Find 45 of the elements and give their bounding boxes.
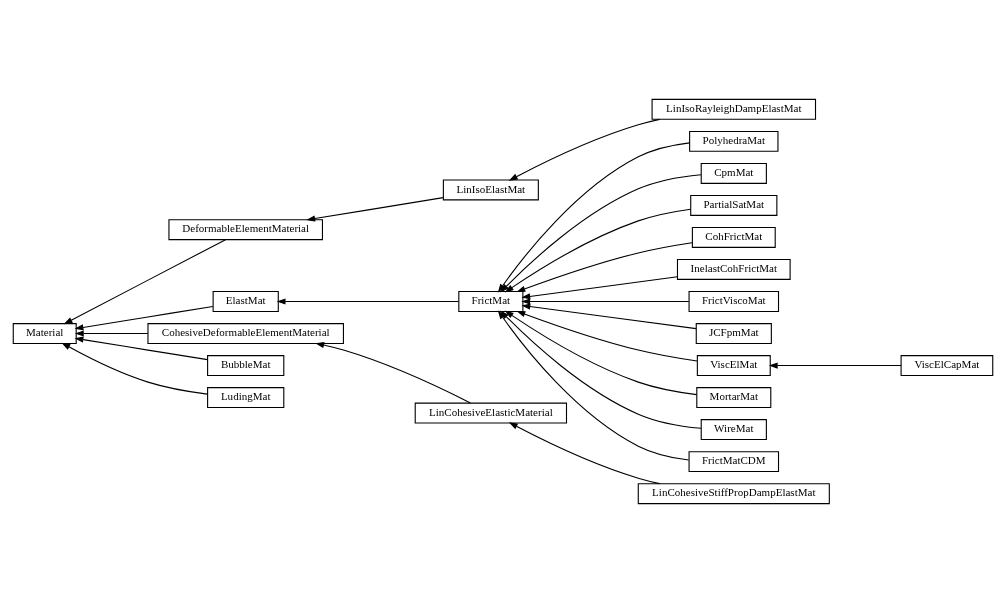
node-box: FrictViscoMat xyxy=(688,291,780,312)
arrow xyxy=(306,197,444,222)
node-box: LudingMat xyxy=(207,387,285,409)
node-box: MortarMat xyxy=(696,387,772,409)
node-box: DeformableElementMaterial xyxy=(168,219,323,241)
arrow xyxy=(63,239,227,325)
arrow xyxy=(521,298,690,305)
node-box: ViscElCapMat xyxy=(900,355,994,377)
node-box: JCFpmMat xyxy=(695,323,772,344)
arrow xyxy=(516,310,698,362)
arrow xyxy=(497,142,691,293)
node-box: Material xyxy=(12,323,77,344)
arrow xyxy=(497,310,690,461)
node-box: PartialSatMat xyxy=(690,194,778,216)
node-box: FrictMatCDM xyxy=(688,451,780,473)
arrow xyxy=(504,208,692,293)
node-box: LinIsoRayleighDampElastMat xyxy=(651,98,817,120)
node-box: CpmMat xyxy=(700,162,767,184)
arrow xyxy=(521,276,678,300)
arrow xyxy=(521,303,697,330)
arrow xyxy=(504,310,698,396)
node-box: LinCohesiveStiffPropDampElastMat xyxy=(637,483,830,505)
node-box: CohFrictMat xyxy=(691,226,776,248)
arrow xyxy=(500,174,702,293)
node-box: CohesiveDeformableElementMaterial xyxy=(147,323,344,344)
arrow xyxy=(74,330,149,337)
arrow xyxy=(74,336,208,361)
node-box: BubbleMat xyxy=(207,355,285,377)
arrow xyxy=(74,306,214,331)
arrow xyxy=(276,298,460,305)
node-box: WireMat xyxy=(700,419,767,441)
node-box: FrictMat xyxy=(458,291,524,312)
node-box: LinIsoElastMat xyxy=(442,179,539,201)
node-box: LinCohesiveElasticMaterial xyxy=(414,402,568,424)
arrow xyxy=(508,118,661,181)
arrow xyxy=(61,342,208,395)
arrow xyxy=(500,310,702,429)
arrow xyxy=(315,342,471,404)
node-box: InelastCohFrictMat xyxy=(676,259,791,280)
arrow xyxy=(516,242,693,293)
arrow xyxy=(768,362,902,369)
arrow xyxy=(508,422,661,485)
node-box: PolyhedraMat xyxy=(689,130,779,152)
node-box: ElastMat xyxy=(212,291,279,312)
node-box: ViscElMat xyxy=(696,355,771,377)
